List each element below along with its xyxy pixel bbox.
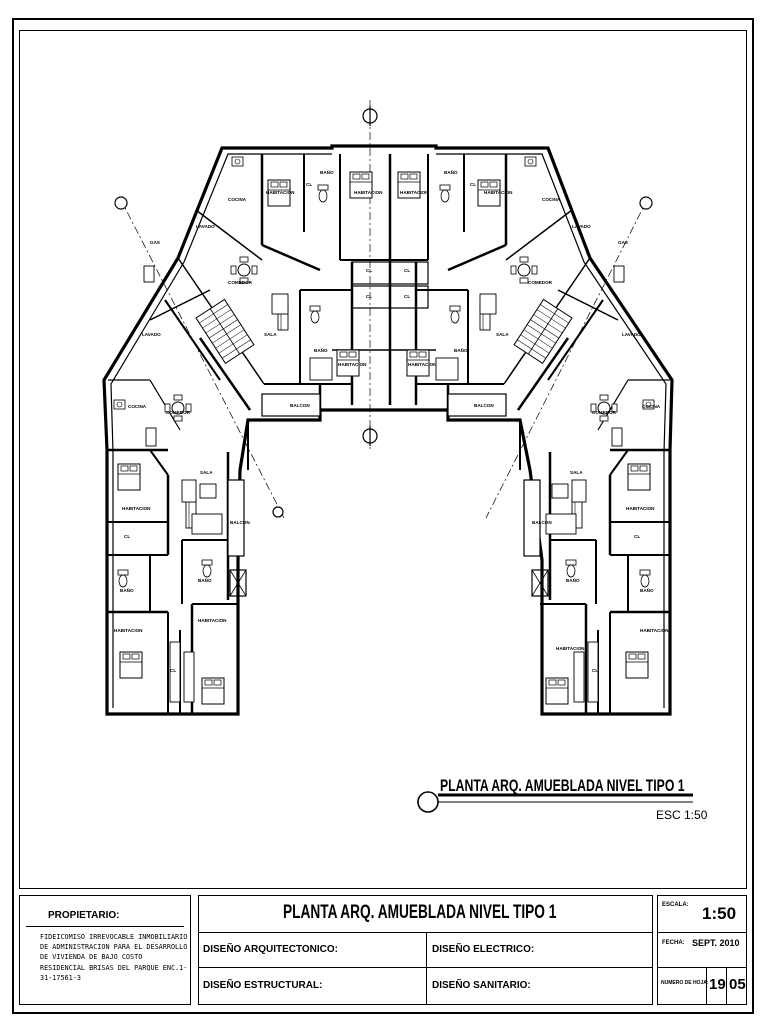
divider [199,967,652,968]
room-label: HABITACION [408,362,437,367]
plan-scale: ESC 1:50 [656,808,708,822]
room-label: HABITACION [484,190,513,195]
escala-value: 1:50 [702,904,737,923]
room-label: SALA [200,470,213,475]
room-label: HABITACION [640,628,669,633]
building-outline [102,144,674,716]
room-label: SALA [264,332,277,337]
divider [726,967,727,1004]
room-label: COCINA [542,197,561,202]
room-label: COMEDOR [528,280,553,285]
room-label: BALCON [474,403,494,408]
room-label: BAÑO [314,347,328,353]
divider [426,932,427,1004]
plan-title-marker [417,791,693,813]
disenio-arquitectonico-label: DISEÑO ARQUITECTONICO: [203,944,339,955]
owner-block: PROPIETARIO: FIDEICOMISO IRREVOCABLE INM… [19,895,191,1005]
room-label: COCINA [128,404,147,409]
room-label: BAÑO [454,347,468,353]
room-label: CL [592,668,598,673]
title-block-info: ESCALA: 1:50 FECHA: SEPT. 2010 NUMERO DE… [657,895,747,1005]
room-label: GAS [150,240,160,245]
room-label: CL [124,534,130,539]
room-label: CL [306,182,312,187]
room-label: BALCON [230,520,250,525]
room-label: LAVADO [142,332,161,337]
room-label: LAVADO [572,224,591,229]
hoja-numero: 19 [709,976,726,993]
axis-markers [114,100,653,519]
divider [199,932,652,933]
room-label: LAVADO [622,332,641,337]
room-label: HABITACION [114,628,143,633]
drawing-frame [19,30,747,889]
room-label: COCINA [228,197,247,202]
numero-hoja-label: NUMERO DE HOJA: [661,980,709,986]
disenio-sanitario-label: DISEÑO SANITARIO: [432,980,531,991]
sheet-title: PLANTA ARQ. AMUEBLADA NIVEL TIPO 1 [283,902,557,923]
room-labels: HABITACION HABITACION HABITACION HABITAC… [114,169,669,673]
fecha-label: FECHA: [662,940,685,946]
stair-left [195,298,255,364]
room-label: CL [366,268,372,273]
hoja-total: 05 [729,976,746,993]
room-label: COCINA [642,404,661,409]
escala-label: ESCALA: [662,902,689,908]
room-label: HABITACION [122,506,151,511]
room-label: HABITACION [556,646,585,651]
divider [658,967,746,968]
room-label: BAÑO [120,587,134,593]
disenio-electrico-label: DISEÑO ELECTRICO: [432,944,535,955]
room-label: CL [634,534,640,539]
unit-top-right [389,154,619,470]
room-label: CL [404,294,410,299]
divider [706,967,707,1004]
room-label: BAÑO [444,169,458,175]
room-label: BALCON [290,403,310,408]
drawing-sheet [12,18,754,1014]
room-label: BAÑO [320,169,334,175]
room-label: CL [366,294,372,299]
room-label: CL [170,668,176,673]
room-label: BAÑO [198,577,212,583]
room-label: COMEDOR [228,280,253,285]
owner-text: FIDEICOMISO IRREVOCABLE INMOBILIARIO DE … [40,933,188,982]
furniture [113,156,655,705]
room-label: HABITACION [626,506,655,511]
plan-title: PLANTA ARQ. AMUEBLADA NIVEL TIPO 1 [440,776,685,795]
room-label: SALA [570,470,583,475]
room-label: HABITACION [400,190,429,195]
room-label: HABITACION [338,362,367,367]
owner-label: PROPIETARIO: [48,910,120,921]
room-label: BALCON [532,520,552,525]
stair-right [513,298,573,364]
divider [658,932,746,933]
room-label: BAÑO [640,587,654,593]
room-label: HABITACION [266,190,295,195]
title-block-main: PLANTA ARQ. AMUEBLADA NIVEL TIPO 1 DISEÑ… [198,895,653,1005]
room-label: CL [404,268,410,273]
room-label: HABITACION [198,618,227,623]
fecha-value: SEPT. 2010 [692,938,740,948]
room-label: CL [470,182,476,187]
room-label: COMEDOR [592,410,617,415]
room-label: GAS [618,240,628,245]
unit-bottom-right [531,379,670,714]
divider [26,926,184,927]
room-label: HABITACION [354,190,383,195]
room-label: COMEDOR [166,410,191,415]
disenio-estructural-label: DISEÑO ESTRUCTURAL: [203,980,323,991]
room-label: BAÑO [566,577,580,583]
room-label: LAVADO [196,224,215,229]
room-label: SALA [496,332,509,337]
